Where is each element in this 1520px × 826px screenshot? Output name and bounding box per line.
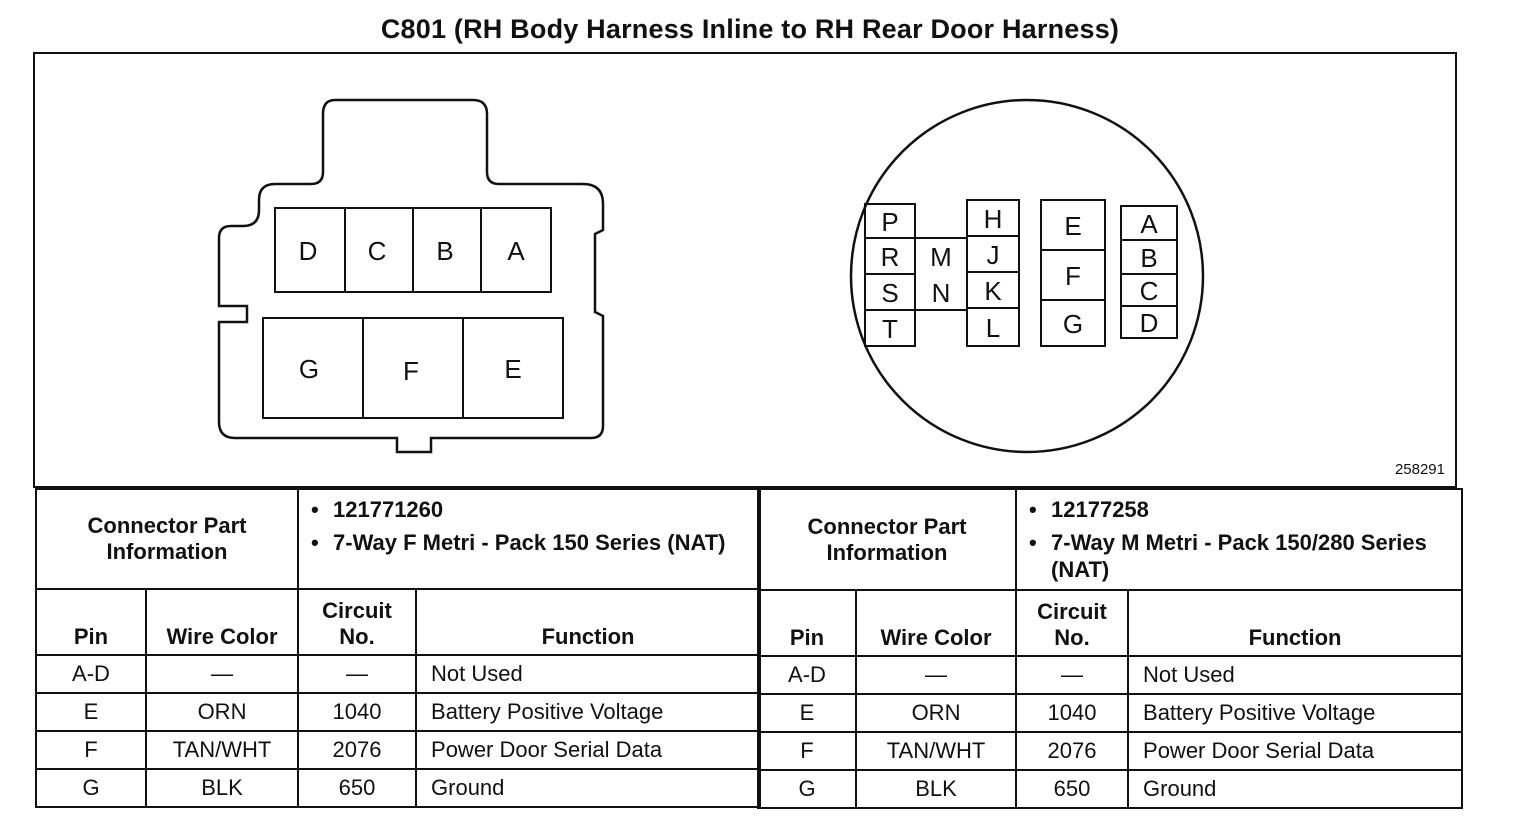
- circuit-cell: —: [1015, 655, 1130, 695]
- pin-cell: G: [757, 769, 857, 809]
- wire-color-cell: TAN/WHT: [144, 730, 300, 770]
- function-cell: Not Used: [415, 654, 762, 694]
- pin-cell: A-D: [35, 654, 147, 694]
- connector-diagram-panel: D C B A G F E P R S T M N: [33, 52, 1457, 488]
- connector-diagram: D C B A G F E P R S T M N: [217, 98, 1205, 454]
- right-pin-n-label: N: [932, 278, 951, 308]
- right-pin-h-label: H: [984, 204, 1003, 234]
- left-cavity-a: [480, 207, 552, 293]
- right-cavity-l: [966, 307, 1020, 347]
- table-row: A-D — — Not Used: [35, 654, 762, 694]
- right-part-info-label: Connector Part Information: [756, 488, 1018, 591]
- right-pin-k-label: K: [984, 276, 1002, 306]
- wire-color-cell: —: [144, 654, 300, 694]
- pin-cell: F: [35, 730, 147, 770]
- right-part-number-item: 12177258: [1029, 496, 1453, 523]
- circuit-cell: —: [297, 654, 418, 694]
- left-col-wire-color: Wire Color: [144, 588, 300, 656]
- circuit-cell: 650: [1015, 769, 1130, 809]
- right-connector-table: Connector Part Information 12177258 7-Wa…: [756, 488, 1464, 809]
- right-col-function: Function: [1127, 589, 1464, 657]
- table-row: F TAN/WHT 2076 Power Door Serial Data: [35, 730, 762, 770]
- left-cavity-e: [462, 317, 564, 419]
- right-pin-p-label: P: [881, 207, 898, 237]
- left-pin-g-label: G: [299, 354, 319, 384]
- left-part-number-item: 121771260: [311, 496, 751, 523]
- figure-id: 258291: [1394, 461, 1445, 478]
- right-pin-f-label: F: [1065, 261, 1081, 291]
- right-pin-j-label: J: [987, 240, 1000, 270]
- right-pin-d-label: D: [1140, 308, 1159, 338]
- pin-cell: E: [35, 692, 147, 732]
- left-connector-table: Connector Part Information 121771260 7-W…: [34, 488, 762, 808]
- left-pin-c-label: C: [368, 236, 387, 266]
- wire-color-cell: TAN/WHT: [854, 731, 1018, 771]
- right-pin-r-label: R: [881, 242, 900, 272]
- circuit-cell: 1040: [297, 692, 418, 732]
- circuit-cell: 2076: [297, 730, 418, 770]
- table-row: F TAN/WHT 2076 Power Door Serial Data: [757, 731, 1464, 771]
- right-col-pin: Pin: [757, 589, 857, 657]
- right-col-wire-color: Wire Color: [854, 589, 1018, 657]
- right-cavity-t: [864, 309, 916, 347]
- circuit-cell: 650: [297, 768, 418, 808]
- left-col-pin: Pin: [35, 588, 147, 656]
- right-pin-m-label: M: [930, 242, 952, 272]
- left-connector-housing: [217, 98, 605, 454]
- left-part-info-label: Connector Part Information: [34, 488, 300, 590]
- function-cell: Battery Positive Voltage: [1127, 693, 1464, 733]
- function-cell: Ground: [1127, 769, 1464, 809]
- right-pin-s-label: S: [881, 278, 898, 308]
- left-pin-e-label: E: [504, 354, 521, 384]
- right-cavity-g: [1040, 299, 1106, 347]
- left-part-number-item: 7-Way F Metri - Pack 150 Series (NAT): [311, 529, 751, 556]
- left-pin-d-label: D: [299, 236, 318, 266]
- right-cavity-d: [1120, 305, 1178, 339]
- table-row: E ORN 1040 Battery Positive Voltage: [35, 692, 762, 732]
- function-cell: Battery Positive Voltage: [415, 692, 762, 732]
- right-pin-l-label: L: [986, 313, 1000, 343]
- table-row: A-D — — Not Used: [757, 655, 1464, 695]
- right-pin-e-label: E: [1064, 211, 1081, 241]
- function-cell: Not Used: [1127, 655, 1464, 695]
- pin-cell: E: [757, 693, 857, 733]
- right-pin-b-label: B: [1140, 243, 1157, 273]
- pin-cell: F: [757, 731, 857, 771]
- wire-color-cell: ORN: [854, 693, 1018, 733]
- right-pin-a-label: A: [1140, 209, 1158, 239]
- left-pin-b-label: B: [436, 236, 453, 266]
- right-pin-g-label: G: [1063, 309, 1083, 339]
- pin-cell: G: [35, 768, 147, 808]
- right-pin-t-label: T: [882, 314, 898, 344]
- table-row: E ORN 1040 Battery Positive Voltage: [757, 693, 1464, 733]
- circuit-cell: 2076: [1015, 731, 1130, 771]
- wire-color-cell: BLK: [854, 769, 1018, 809]
- right-pin-c-label: C: [1140, 276, 1159, 306]
- page-title: C801 (RH Body Harness Inline to RH Rear …: [380, 14, 1120, 44]
- pin-cell: A-D: [757, 655, 857, 695]
- left-pin-f-label: F: [403, 356, 419, 386]
- wire-color-cell: —: [854, 655, 1018, 695]
- wire-color-cell: BLK: [144, 768, 300, 808]
- right-part-number-item: 7-Way M Metri - Pack 150/280 Series (NAT…: [1029, 529, 1453, 583]
- right-connector-housing: [849, 98, 1205, 454]
- function-cell: Power Door Serial Data: [1127, 731, 1464, 771]
- wire-color-cell: ORN: [144, 692, 300, 732]
- right-part-numbers: 12177258 7-Way M Metri - Pack 150/280 Se…: [1015, 488, 1464, 591]
- left-pin-a-label: A: [507, 236, 525, 266]
- table-row: G BLK 650 Ground: [35, 768, 762, 808]
- function-cell: Ground: [415, 768, 762, 808]
- right-col-circuit-no: Circuit No.: [1015, 589, 1130, 657]
- table-row: G BLK 650 Ground: [757, 769, 1464, 809]
- left-part-numbers: 121771260 7-Way F Metri - Pack 150 Serie…: [297, 488, 762, 590]
- function-cell: Power Door Serial Data: [415, 730, 762, 770]
- circuit-cell: 1040: [1015, 693, 1130, 733]
- left-col-function: Function: [415, 588, 762, 656]
- left-col-circuit-no: Circuit No.: [297, 588, 418, 656]
